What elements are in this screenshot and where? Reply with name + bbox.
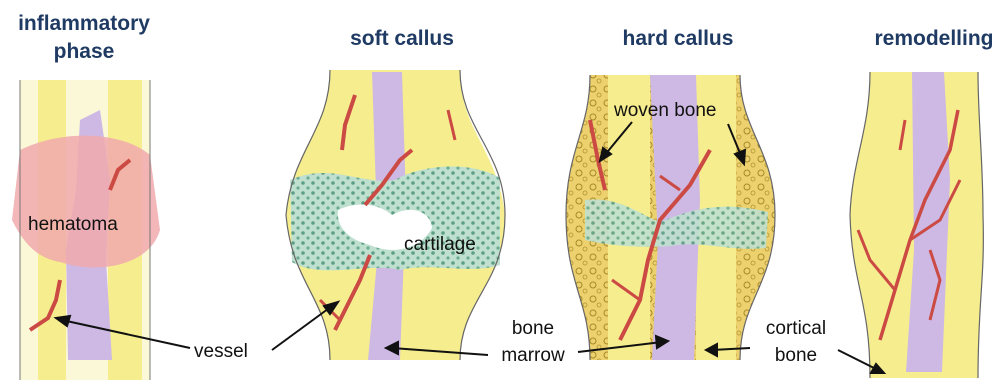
panel-remodelling: [850, 72, 983, 378]
label-cartilage: cartilage: [404, 234, 476, 255]
title-remodelling: remodelling: [874, 27, 993, 50]
label-cortical-bone-line1: cortical: [766, 318, 826, 339]
hematoma-region: [12, 136, 160, 268]
label-vessel: vessel: [194, 341, 248, 362]
label-cortical-bone-line2: bone: [775, 345, 817, 366]
title-soft-callus: soft callus: [350, 27, 454, 50]
label-bone-marrow-line2: marrow: [501, 345, 565, 366]
label-woven-bone: woven bone: [613, 100, 716, 121]
title-hard-callus: hard callus: [623, 27, 734, 50]
title-inflammatory-line1: inflammatory: [18, 12, 150, 35]
arrow-vessel-2: [272, 306, 332, 350]
label-hematoma: hematoma: [28, 214, 118, 235]
title-inflammatory-line2: phase: [54, 40, 115, 63]
label-bone-marrow-line1: bone: [512, 318, 554, 339]
